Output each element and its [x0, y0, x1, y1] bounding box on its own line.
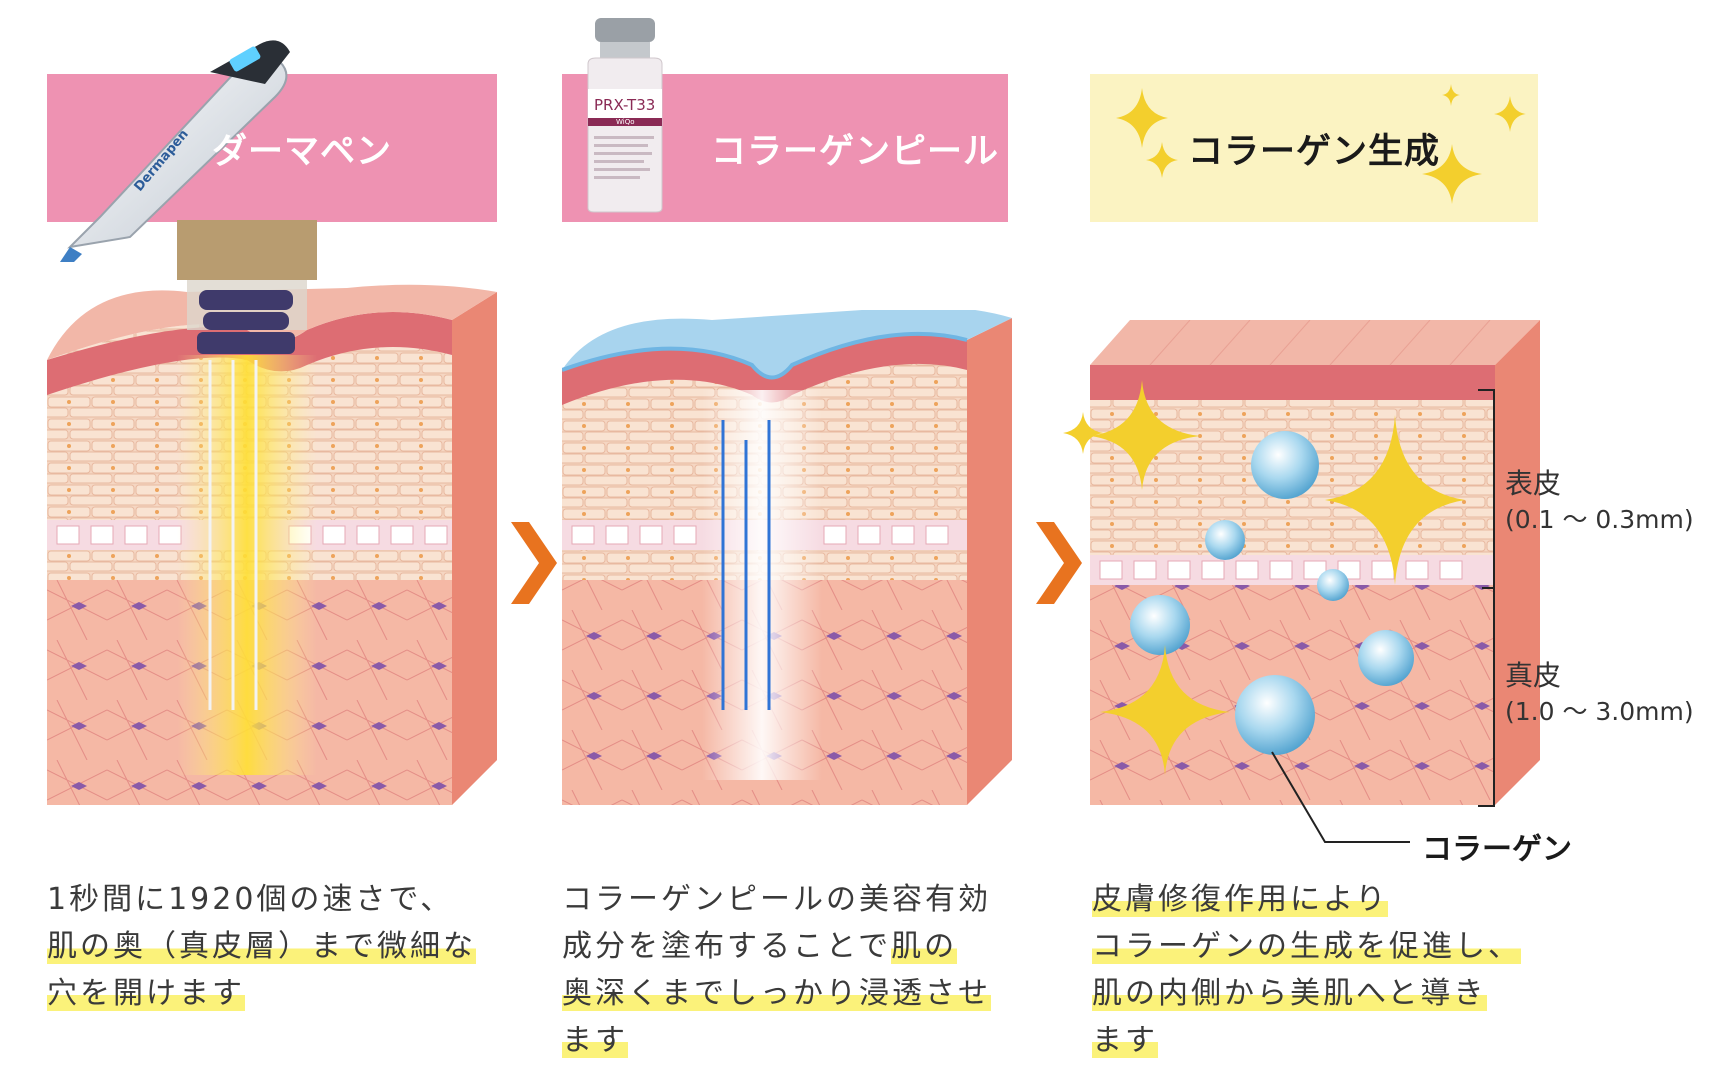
skin-block-3 [1090, 320, 1540, 805]
dermis-title: 真皮 [1505, 659, 1562, 692]
step1-caption-line3: 穴を開けます [47, 976, 245, 1011]
step1-title: ダーマペン [211, 131, 392, 172]
dermapen-icon: Dermapen [60, 40, 290, 262]
epidermis-label: 表皮 (0.1 ～ 0.3mm) [1505, 466, 1694, 538]
step3-title: コラーゲン生成 [1187, 131, 1440, 172]
step2-caption-line3: 奥深くまでしっかり浸透させ [562, 976, 991, 1011]
layer-bracket [1478, 389, 1495, 807]
step2-caption: コラーゲンピールの美容有効 成分を塗布することで肌の 奥深くまでしっかり浸透させ… [562, 876, 1032, 1064]
step3-caption-line4: ます [1092, 1023, 1158, 1058]
step3-banner: コラーゲン生成 [1090, 74, 1538, 222]
vial-brand-text: PRX-T33 [594, 96, 655, 114]
step1-caption-line1: 1秒間に1920個の速さで、 [47, 882, 454, 917]
step3-caption-line2: コラーゲンの生成を促進し、 [1092, 929, 1521, 964]
sparkle-small-icon [1063, 412, 1103, 454]
collagen-bubbles [1130, 431, 1414, 755]
step3-caption-line3: 肌の内側から美肌へと導き [1092, 976, 1487, 1011]
step2-title: コラーゲンピール [710, 131, 999, 172]
step2-caption-line1: コラーゲンピールの美容有効 [562, 882, 991, 917]
step2-caption-line2b: 肌の [891, 929, 958, 964]
epidermis-title: 表皮 [1505, 467, 1562, 500]
step3-caption-line1: 皮膚修復作用により [1092, 882, 1389, 917]
sparkle-icons [1116, 84, 1526, 204]
step3-caption: 皮膚修復作用により コラーゲンの生成を促進し、 肌の内側から美肌へと導き ます [1092, 876, 1572, 1064]
step2-caption-line2a: 成分を塗布することで [562, 929, 892, 964]
collagen-pointer-line [1271, 751, 1410, 843]
skin-block-2 [562, 310, 1012, 805]
collagen-label: コラーゲン [1422, 832, 1572, 867]
arrow-1-icon [511, 522, 557, 604]
step2-caption-line4: ます [562, 1023, 628, 1058]
step1-caption: 1秒間に1920個の速さで、 肌の奥（真皮層）まで微細な 穴を開けます [47, 876, 507, 1017]
dermis-range: (1.0 ～ 3.0mm) [1505, 697, 1694, 726]
dermis-label: 真皮 (1.0 ～ 3.0mm) [1505, 658, 1694, 730]
vial-icon: PRX-T33 WiQo [587, 18, 663, 213]
epidermis-range: (0.1 ～ 0.3mm) [1505, 505, 1694, 534]
skin-block-1 [47, 220, 497, 805]
step1-caption-line2: 肌の奥（真皮層）まで微細な [47, 929, 476, 964]
vial-sub-text: WiQo [616, 118, 635, 126]
arrow-2-icon [1036, 522, 1082, 604]
